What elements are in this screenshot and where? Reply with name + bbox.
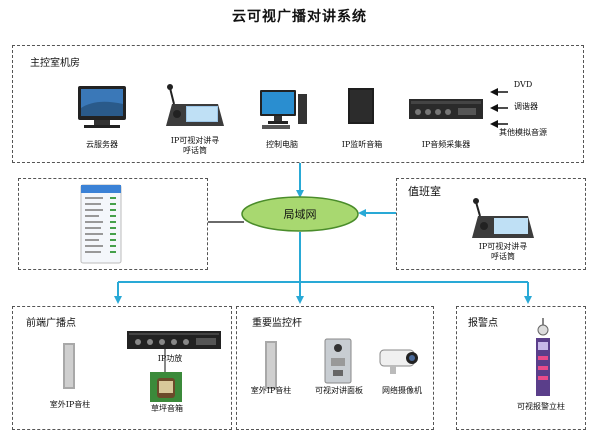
monitoring-pole-label: 重要监控杆 xyxy=(252,318,302,329)
server-room-device-label: IP可视对讲寻 呼话筒 xyxy=(170,136,220,155)
speaker-box-icon xyxy=(346,86,376,126)
mobile-app-screen-icon xyxy=(80,184,122,264)
bullet-camera-icon xyxy=(376,346,424,376)
column-speaker-icon xyxy=(62,342,76,390)
alarm-point-label: 报警点 xyxy=(468,318,498,329)
server-room-label: 主控室机房 xyxy=(30,58,80,69)
rack-amplifier-icon xyxy=(126,330,222,350)
phone-panel-box xyxy=(18,178,208,270)
front-broadcast-box xyxy=(12,306,232,430)
desk-paging-mic-icon xyxy=(160,82,230,128)
server-room-box xyxy=(12,45,584,163)
duty-room-label: 值班室 xyxy=(408,185,441,198)
monitoring-pole-box xyxy=(236,306,434,430)
front-broadcast-device-label: 草坪音箱 xyxy=(151,404,183,413)
intercom-panel-icon xyxy=(324,338,352,384)
front-broadcast-label: 前端广播点 xyxy=(26,318,76,329)
lawn-speaker-icon xyxy=(150,372,182,402)
desk-paging-mic-icon xyxy=(466,198,540,240)
audio-input-other: 其他模拟音源 xyxy=(499,128,547,137)
alarm-point-box xyxy=(456,306,586,430)
column-speaker-icon xyxy=(264,340,278,390)
alarm-pillar-icon xyxy=(530,316,556,398)
audio-input-dvd: DVD xyxy=(513,80,533,89)
monitoring-pole-device-label: 网络摄像机 xyxy=(382,386,422,395)
duty-room-device-label: IP可视对讲寻 呼话筒 xyxy=(478,242,528,261)
audio-input-tuner: 调谐器 xyxy=(514,102,538,111)
monitoring-pole-device-label: 室外IP音柱 xyxy=(250,386,292,395)
server-room-device-label: IP监听音箱 xyxy=(341,140,383,149)
server-room-device-label: 控制电脑 xyxy=(266,140,298,149)
desktop-computer-icon xyxy=(258,86,308,130)
monitoring-pole-device-label: 可视对讲面板 xyxy=(315,386,363,395)
duty-room-box xyxy=(396,178,586,270)
alarm-point-device-label: 可视报警立柱 xyxy=(517,402,565,411)
lan-cloud-icon xyxy=(241,196,359,232)
monitor-server-icon xyxy=(76,84,128,130)
diagram-title: 云可视广播对讲系统 xyxy=(232,9,367,25)
front-broadcast-device-label: 室外IP音柱 xyxy=(49,400,91,409)
front-broadcast-device-label: IP功放 xyxy=(157,354,183,363)
server-room-device-label: 云服务器 xyxy=(86,140,118,149)
rack-audio-collector-icon xyxy=(408,98,484,120)
server-room-device-label: IP音频采集器 xyxy=(421,140,471,149)
lan-label: 局域网 xyxy=(283,208,317,221)
